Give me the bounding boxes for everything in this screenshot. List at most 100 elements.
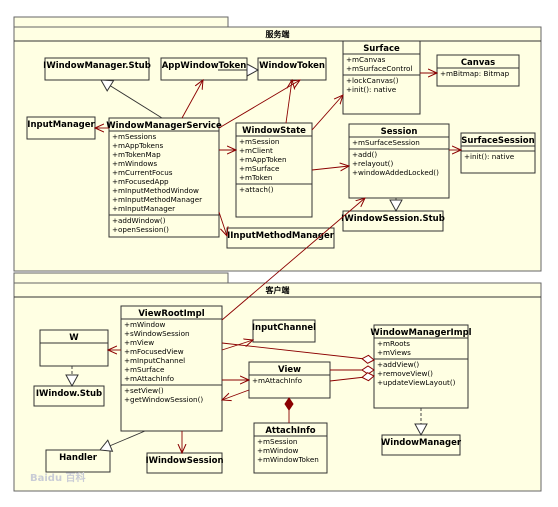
attribute-session-0: +mSurfaceSession xyxy=(352,138,420,147)
method-viewRootImpl-0: +setView() xyxy=(124,386,164,395)
class-windowManager: WindowManager xyxy=(381,434,462,456)
attribute-windowState-4: +mToken xyxy=(239,173,272,182)
attribute-windowManagerService-2: +mTokenMap xyxy=(112,150,161,159)
class-handler: Handler xyxy=(45,449,111,473)
attribute-windowState-3: +mSurface xyxy=(239,164,280,173)
relation-wmi-to-view2 xyxy=(329,372,375,382)
class-windowManagerImpl: WindowManagerImpl+mRoots+mViews+addView(… xyxy=(370,324,472,409)
method-windowManagerImpl-1: +removeView() xyxy=(377,369,433,378)
class-w: W xyxy=(39,329,109,367)
attribute-windowManagerService-7: +mInputMethodManager xyxy=(112,195,202,204)
class-windowStub: IWindow.Stub xyxy=(33,385,105,407)
class-name-view: View xyxy=(278,365,301,375)
package-title-client: 客户端 xyxy=(265,285,290,295)
class-windowState: WindowState+mSession+mClient+mAppToken+m… xyxy=(235,122,313,218)
method-session-2: +windowAddedLocked() xyxy=(352,168,439,177)
relation-windowstate-to-surface xyxy=(311,95,343,131)
attribute-windowState-1: +mClient xyxy=(239,146,273,155)
attribute-attachInfo-1: +mWindow xyxy=(257,446,298,455)
class-name-windowManagerStub: IWindowManager.Stub xyxy=(43,61,151,71)
class-name-windowManagerService: WindowManagerService xyxy=(106,121,222,131)
attribute-viewRootImpl-0: +mWindow xyxy=(124,320,165,329)
attribute-windowManagerService-8: +mInputManager xyxy=(112,204,175,213)
class-inputManager: InputManager xyxy=(26,116,96,140)
method-surface-1: +init(): native xyxy=(346,85,397,94)
attribute-canvas-0: +mBitmap: Bitmap xyxy=(440,69,510,78)
relation-wms-to-wmstub xyxy=(100,79,163,119)
class-surface: Surface+mCanvas+mSurfaceControl+lockCanv… xyxy=(342,40,421,115)
class-attachInfo: AttachInfo+mSession+mWindow+mWindowToken xyxy=(253,422,328,474)
class-name-windowManager: WindowManager xyxy=(381,438,462,448)
attribute-attachInfo-0: +mSession xyxy=(257,437,297,446)
attribute-viewRootImpl-3: +mFocusedView xyxy=(124,347,184,356)
class-name-windowState: WindowState xyxy=(242,126,306,136)
class-inputChannel: InputChannel xyxy=(252,319,316,343)
attribute-windowState-2: +mAppToken xyxy=(239,155,287,164)
relation-windowstate-to-session xyxy=(311,166,349,170)
attribute-surface-0: +mCanvas xyxy=(346,55,386,64)
class-surfaceSession: SurfaceSession +init(): native xyxy=(460,132,536,174)
method-surface-0: +lockCanvas() xyxy=(346,76,399,85)
class-name-windowSessionStub: IWindowSession.Stub xyxy=(341,214,445,224)
attribute-viewRootImpl-1: +sWindowSession xyxy=(124,329,190,338)
method-viewRootImpl-1: +getWindowSession() xyxy=(124,395,203,404)
class-windowSessionStub: IWindowSession.Stub xyxy=(341,210,445,232)
method-windowManagerImpl-0: +addView() xyxy=(377,360,419,369)
method-surfaceSession-0: +init(): native xyxy=(464,152,515,161)
relation-wms-to-imm xyxy=(218,211,227,236)
attribute-windowManagerService-3: +mWindows xyxy=(112,159,157,168)
method-session-0: +add() xyxy=(352,150,377,159)
class-name-viewRootImpl: ViewRootImpl xyxy=(138,309,204,319)
attribute-windowManagerService-1: +mAppTokens xyxy=(112,141,164,150)
method-windowManagerService-0: +addWindow() xyxy=(112,216,166,225)
class-name-surfaceSession: SurfaceSession xyxy=(461,136,534,146)
class-canvas: Canvas+mBitmap: Bitmap xyxy=(436,54,520,87)
class-windowToken: WindowToken xyxy=(257,57,327,81)
watermark: Baidu 百科 xyxy=(30,473,86,484)
class-windowManagerStub: IWindowManager.Stub xyxy=(43,57,151,81)
class-windowManagerService: WindowManagerService+mSessions+mAppToken… xyxy=(106,117,222,238)
class-iWindowSession: IWindowSession xyxy=(145,452,224,474)
method-windowManagerService-1: +openSession() xyxy=(112,225,169,234)
attribute-viewRootImpl-2: +mView xyxy=(124,338,154,347)
attribute-windowState-0: +mSession xyxy=(239,137,279,146)
relation-vri-to-session xyxy=(221,198,365,321)
relation-wms-to-appwintoken xyxy=(181,80,203,119)
attribute-windowManagerImpl-1: +mViews xyxy=(377,348,411,357)
package-title-server: 服务端 xyxy=(266,29,290,39)
relation-vri-to-handler xyxy=(99,430,146,452)
class-inputMethodManager: IInputMethodManager xyxy=(226,227,335,249)
class-session: Session+mSurfaceSession +add()+relayout()… xyxy=(348,123,450,199)
class-viewRootImpl: ViewRootImpl+mWindow+sWindowSession+mVie… xyxy=(120,305,223,432)
class-view: View+mAttachInfo xyxy=(248,361,331,399)
attribute-windowManagerService-6: +mInputMethodWindow xyxy=(112,186,199,195)
class-name-canvas: Canvas xyxy=(461,58,495,68)
method-windowState-0: +attach() xyxy=(239,185,274,194)
attribute-windowManagerService-5: +mFocusedApp xyxy=(112,177,169,186)
attribute-viewRootImpl-5: +mSurface xyxy=(124,365,165,374)
class-name-inputManager: InputManager xyxy=(27,120,95,130)
method-windowManagerImpl-2: +updateViewLayout() xyxy=(377,378,456,387)
class-name-handler: Handler xyxy=(59,453,98,463)
method-session-1: +relayout() xyxy=(352,159,393,168)
class-appWindowToken: AppWindowToken xyxy=(160,57,248,81)
class-name-inputMethodManager: IInputMethodManager xyxy=(227,231,335,241)
relation-view-to-vri xyxy=(222,389,250,400)
attribute-windowManagerImpl-0: +mRoots xyxy=(377,339,410,348)
attribute-viewRootImpl-4: +mInputChannel xyxy=(124,356,185,365)
attribute-windowManagerService-4: +mCurrentFocus xyxy=(112,168,173,177)
class-name-appWindowToken: AppWindowToken xyxy=(162,61,247,71)
attribute-view-0: +mAttachInfo xyxy=(252,376,302,385)
attribute-surface-1: +mSurfaceControl xyxy=(346,64,412,73)
relation-wms-to-surfacewin xyxy=(218,80,300,129)
attribute-attachInfo-2: +mWindowToken xyxy=(257,455,319,464)
class-name-windowToken: WindowToken xyxy=(259,61,325,71)
class-name-iWindowSession: IWindowSession xyxy=(145,456,223,466)
attribute-windowManagerService-0: +mSessions xyxy=(112,132,156,141)
class-name-windowStub: IWindow.Stub xyxy=(36,389,102,399)
attribute-viewRootImpl-6: +mAttachInfo xyxy=(124,374,174,383)
relation-wmi-to-vri xyxy=(221,342,375,364)
class-name-session: Session xyxy=(381,127,418,137)
